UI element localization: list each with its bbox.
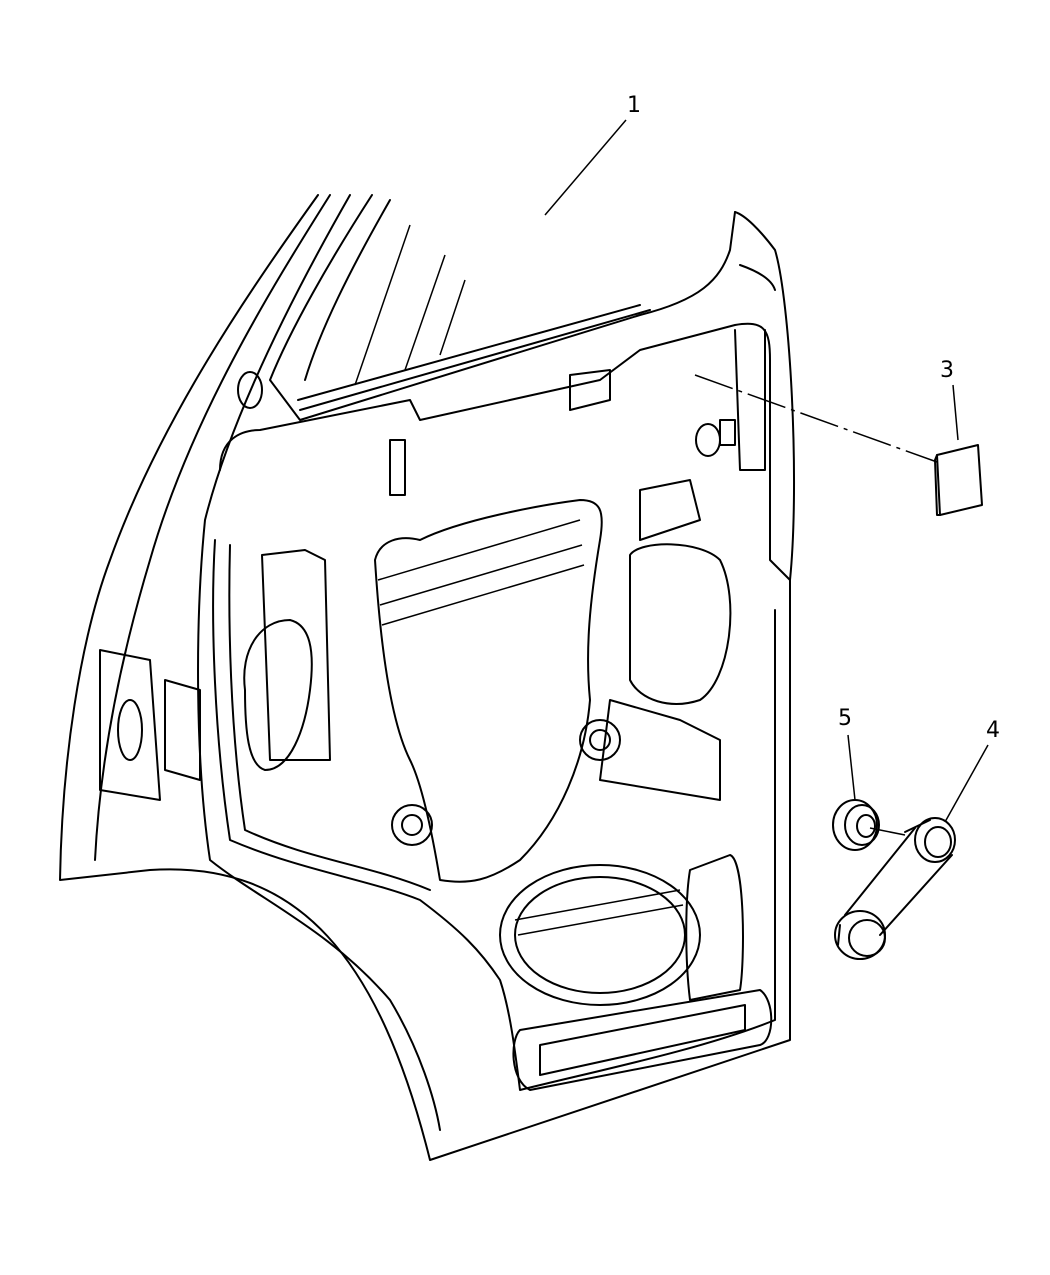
- callout-label: 1: [627, 93, 641, 118]
- callout-leader: [952, 384, 959, 441]
- callout-label: 5: [838, 706, 852, 731]
- callout-label: 4: [986, 718, 1000, 743]
- assembly-leader-line: [694, 374, 938, 463]
- callout-4: 4: [944, 718, 1000, 823]
- callout-leader: [944, 744, 989, 823]
- callout-1: 1: [544, 93, 641, 216]
- callout-leader: [544, 119, 627, 216]
- bezel-part: [832, 799, 906, 851]
- plug-part: [934, 444, 983, 516]
- callout-5: 5: [838, 706, 856, 801]
- callout-label: 3: [940, 358, 954, 383]
- door-panel-drawing: [59, 194, 796, 1161]
- callout-3: 3: [940, 358, 959, 441]
- crank-handle-part: [834, 817, 956, 960]
- callout-leader: [847, 734, 856, 801]
